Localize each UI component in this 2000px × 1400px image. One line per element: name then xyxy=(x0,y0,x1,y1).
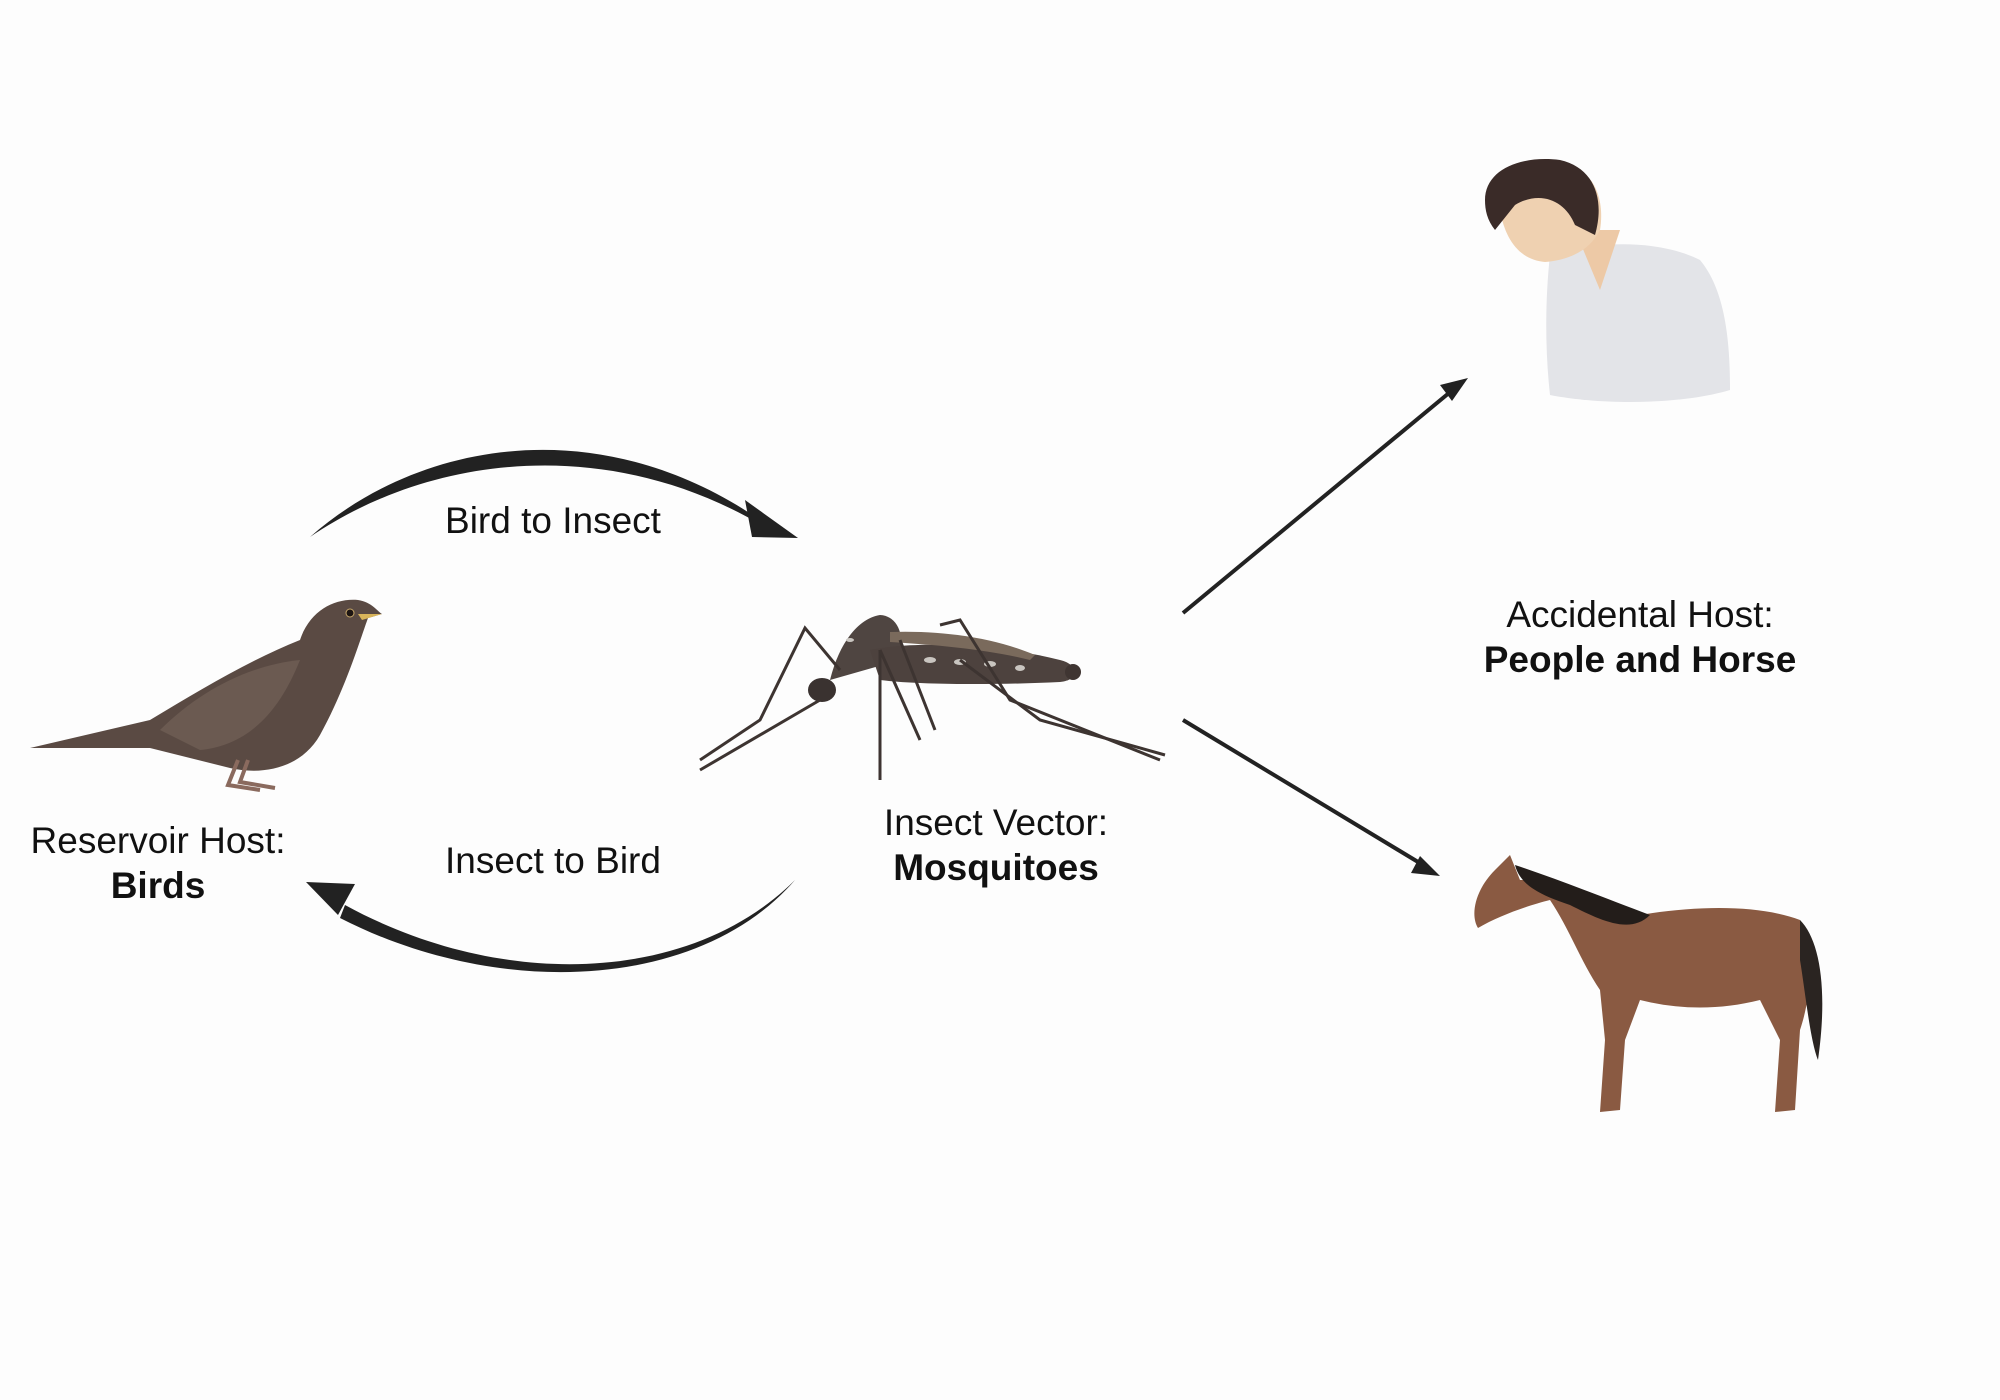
reservoir-host-name: Birds xyxy=(110,865,206,906)
vector-to-person-arrow xyxy=(1181,378,1468,615)
reservoir-host-title: Reservoir Host: xyxy=(30,820,286,861)
insect-vector-title: Insect Vector: xyxy=(883,802,1109,843)
insect-vector-name: Mosquitoes xyxy=(893,847,1099,888)
insect-to-bird-arrow xyxy=(306,880,795,973)
accidental-host-label: Accidental Host: People and Horse xyxy=(1484,592,1797,682)
accidental-host-name: People and Horse xyxy=(1483,639,1797,680)
reservoir-host-label: Reservoir Host: Birds xyxy=(31,818,286,908)
vector-to-horse-arrow xyxy=(1181,718,1440,876)
bird-to-insect-label: Bird to Insect xyxy=(445,500,661,541)
accidental-host-title: Accidental Host: xyxy=(1506,594,1774,635)
insect-to-bird-label: Insect to Bird xyxy=(445,840,661,881)
insect-vector-label: Insect Vector: Mosquitoes xyxy=(884,800,1108,890)
bird-to-insect-arrow xyxy=(310,449,798,538)
